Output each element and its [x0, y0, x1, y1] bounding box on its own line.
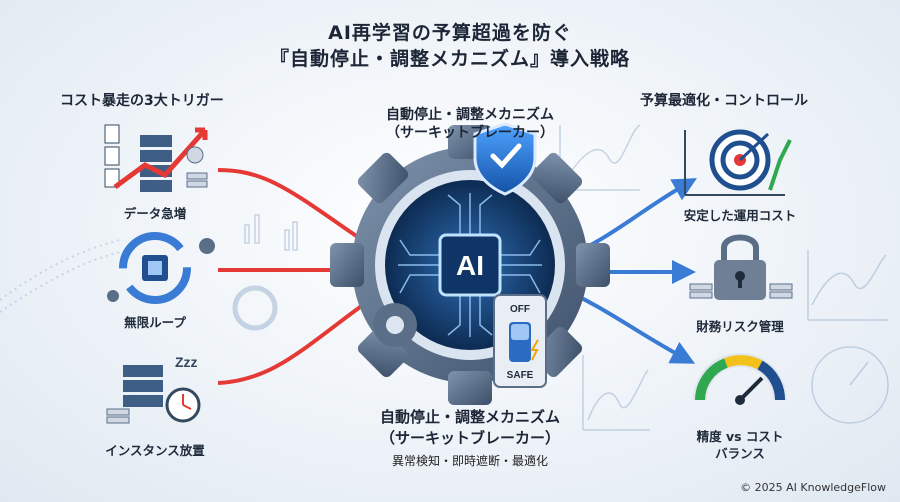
svg-text:Zzz: Zzz	[175, 354, 198, 370]
infinite-loop-icon	[107, 232, 215, 304]
center-bottom-line-1: 自動停止・調整メカニズム	[379, 408, 560, 426]
background-wave-decoration	[0, 239, 121, 313]
background-chart-decoration	[232, 124, 889, 431]
center-top-line-1: 自動停止・調整メカニズム	[386, 107, 554, 123]
trigger-label-data-surge: データ急増	[123, 206, 187, 221]
title-line-2: 『自動停止・調整メカニズム』導入戦略	[269, 48, 630, 70]
trigger-label-idle-instance: インスタンス放置	[105, 443, 205, 458]
center-top-line-2: （サーキットブレーカー）	[386, 125, 554, 141]
data-surge-icon	[104, 124, 208, 192]
control-label-stable-cost: 安定した運用コスト	[683, 208, 797, 223]
shield-check-icon	[473, 122, 537, 196]
ai-chip-icon: AI	[438, 233, 502, 297]
title-line-1: AI再学習の予算超過を防ぐ	[328, 22, 572, 44]
padlock-icon	[689, 234, 793, 300]
small-gear-icon	[373, 303, 417, 347]
switch-safe-label: SAFE	[507, 370, 534, 381]
breaker-switch-icon: OFF SAFE	[493, 294, 547, 388]
switch-off-label: OFF	[510, 304, 530, 315]
central-gear: AI	[330, 125, 610, 405]
control-label-balance: バランス	[715, 446, 765, 461]
target-icon	[684, 129, 792, 196]
control-label-accuracy-vs-cost: 精度 vs コスト	[696, 429, 784, 444]
copyright: © 2025 AI KnowledgeFlow	[740, 481, 886, 494]
idle-instance-icon: Zzz	[106, 354, 201, 424]
center-bottom-sub: 異常検知・即時遮断・最適化	[391, 454, 548, 468]
left-heading: コスト暴走の3大トリガー	[60, 93, 224, 109]
center-bottom-line-2: （サーキットブレーカー）	[379, 429, 560, 447]
trigger-label-infinite-loop: 無限ループ	[124, 315, 186, 330]
control-label-risk-management: 財務リスク管理	[696, 319, 784, 334]
right-heading: 予算最適化・コントロール	[640, 93, 808, 109]
gauge-icon	[693, 353, 787, 405]
ai-chip-label: AI	[456, 250, 484, 281]
